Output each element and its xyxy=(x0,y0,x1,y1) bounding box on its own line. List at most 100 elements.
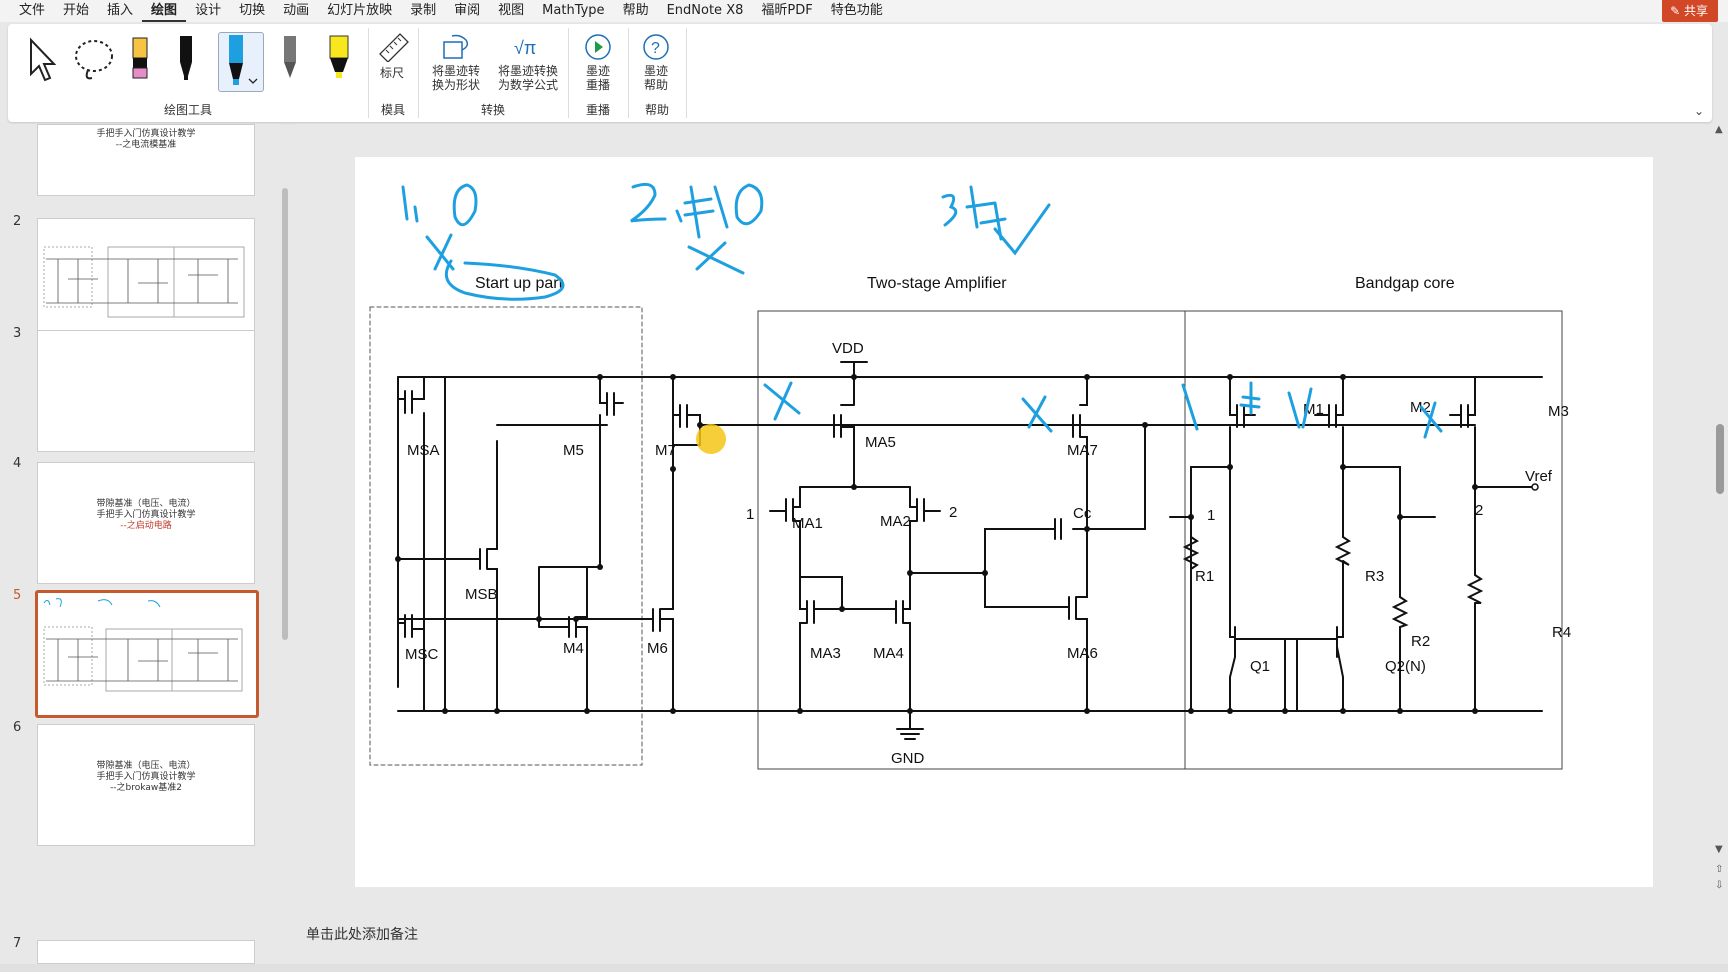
menu-foxit[interactable]: 福昕PDF xyxy=(761,3,813,18)
ink-x-m3 xyxy=(1419,401,1443,439)
ink-replay-button[interactable]: 墨迹 重播 xyxy=(576,64,620,92)
label-q1: Q1 xyxy=(1250,658,1270,675)
label-node1-bg: 1 xyxy=(1207,507,1215,524)
ink-x-ma7 xyxy=(1021,395,1053,433)
label-r3: R3 xyxy=(1365,568,1384,585)
share-label: 共享 xyxy=(1683,4,1708,18)
label-ma4: MA4 xyxy=(873,645,904,662)
black-pen-icon[interactable] xyxy=(174,34,198,82)
resistor-r2 xyxy=(1391,596,1409,628)
ink-check xyxy=(993,203,1051,256)
title-startup: Start up part xyxy=(475,275,564,292)
ink-x-ma5 xyxy=(763,381,801,421)
ruler-icon[interactable] xyxy=(378,32,410,62)
menu-endnote[interactable]: EndNote X8 xyxy=(666,3,744,18)
menu-slideshow[interactable]: 幻灯片放映 xyxy=(327,3,393,18)
ink-to-math-icon[interactable]: √π xyxy=(510,32,542,62)
eraser-pen-icon[interactable] xyxy=(128,34,152,82)
title-amp: Two-stage Amplifier xyxy=(867,275,1007,292)
ink-to-shape-line1: 将墨迹转 xyxy=(431,64,480,78)
slide-thumbnail-6[interactable]: 带隙基准（电压、电流） 手把手入门仿真设计教学 --之brokaw基准2 xyxy=(37,724,255,846)
menu-design[interactable]: 设计 xyxy=(195,3,222,18)
menu-view[interactable]: 视图 xyxy=(498,3,525,18)
ink-help-line1: 墨迹 xyxy=(643,64,668,78)
scroll-up-icon[interactable]: ▲ xyxy=(1715,124,1723,135)
ink-mark-m2 xyxy=(1287,387,1313,429)
resistors xyxy=(1182,536,1484,628)
share-button[interactable]: ✎ 共享 xyxy=(1662,0,1718,22)
ink-help-icon[interactable]: ? xyxy=(640,32,672,62)
svg-text:√π: √π xyxy=(514,38,536,58)
menu-mathtype[interactable]: MathType xyxy=(542,3,605,18)
ink-to-shape-icon[interactable] xyxy=(440,32,472,62)
menu-transitions[interactable]: 切换 xyxy=(239,3,266,18)
slide-scrollbar[interactable]: ▲ ▼ ⇧ ⇩ xyxy=(1712,124,1728,964)
cursor-highlight xyxy=(696,424,726,454)
label-vdd: VDD xyxy=(832,340,864,357)
slide-thumbnail-2[interactable] xyxy=(37,218,255,340)
menu-file[interactable]: 文件 xyxy=(19,3,46,18)
menu-home[interactable]: 开始 xyxy=(63,3,90,18)
slide-thumbnail-1[interactable]: 手把手入门仿真设计教学 --之电流模基准 xyxy=(37,124,255,196)
label-msc: MSC xyxy=(405,646,439,663)
slide-thumbnail-4[interactable]: 带隙基准（电压、电流） 手把手入门仿真设计教学 --之启动电路 xyxy=(37,462,255,584)
vref-node xyxy=(1531,483,1539,491)
group-replay-label: 重播 xyxy=(585,103,610,117)
thumb-number-3: 3 xyxy=(13,326,22,341)
thumbnail-scrollbar[interactable] xyxy=(281,124,289,964)
select-arrow-icon[interactable] xyxy=(26,36,56,82)
menu-animations[interactable]: 动画 xyxy=(283,3,310,18)
status-bar xyxy=(0,964,1728,972)
ink-replay-line1: 墨迹 xyxy=(585,64,610,78)
menu-record[interactable]: 录制 xyxy=(410,3,437,18)
thumbnail-scroll-thumb[interactable] xyxy=(282,188,288,640)
ink-fei xyxy=(683,185,729,239)
highlighter-icon[interactable] xyxy=(324,34,354,82)
menu-features[interactable]: 特色功能 xyxy=(830,3,883,18)
ribbon-collapse-icon[interactable]: ⌄ xyxy=(1693,104,1704,118)
ink-2 xyxy=(630,182,683,223)
label-m3: M3 xyxy=(1548,403,1569,420)
menu-review[interactable]: 审阅 xyxy=(454,3,481,18)
group-help-label: 帮助 xyxy=(644,103,669,117)
svg-text:?: ? xyxy=(651,40,660,57)
label-msa: MSA xyxy=(407,442,440,459)
slide-scroll-thumb[interactable] xyxy=(1716,424,1724,494)
thumb-number-4: 4 xyxy=(13,456,22,471)
label-ma2: MA2 xyxy=(880,513,911,530)
ink-replay-icon[interactable] xyxy=(582,32,614,62)
menu-insert[interactable]: 插入 xyxy=(107,3,134,18)
label-m7: M7 xyxy=(655,442,676,459)
thumb4-line2: 手把手入门仿真设计教学 xyxy=(96,510,196,520)
ink-to-shape-line2: 换为形状 xyxy=(431,78,480,92)
ink-to-math-button[interactable]: 将墨迹转换 为数学公式 xyxy=(492,64,564,92)
ink-1-dot xyxy=(401,185,419,223)
resistor-r3 xyxy=(1334,536,1352,566)
slide-thumbnail-7[interactable] xyxy=(37,940,255,964)
label-ma7: MA7 xyxy=(1067,442,1098,459)
ruler-label[interactable]: 标尺 xyxy=(380,66,405,80)
ink-to-math-line2: 为数学公式 xyxy=(497,78,558,92)
ink-3 xyxy=(941,193,958,227)
thumb-number-2: 2 xyxy=(13,214,22,229)
blue-pen-selected[interactable] xyxy=(218,32,264,92)
prev-slide-icon[interactable]: ⇧ xyxy=(1715,864,1724,875)
thumb-number-7: 7 xyxy=(13,936,22,951)
slide-thumbnail-3[interactable] xyxy=(37,330,255,452)
slide-thumbnail-5-selected[interactable] xyxy=(35,590,259,718)
notes-pane[interactable]: 单击此处添加备注 xyxy=(296,910,1708,960)
scroll-down-icon[interactable]: ▼ xyxy=(1715,844,1723,855)
menu-draw[interactable]: 绘图 xyxy=(142,0,187,22)
menu-help[interactable]: 帮助 xyxy=(622,3,649,18)
ink-to-shape-button[interactable]: 将墨迹转 换为形状 xyxy=(420,64,492,92)
notes-placeholder[interactable]: 单击此处添加备注 xyxy=(306,927,418,943)
pencil-icon[interactable] xyxy=(278,34,302,82)
slide-thumbnail-panel: 手把手入门仿真设计教学 --之电流模基准 2 3 4 带隙基准（电压、电流） 手… xyxy=(0,124,280,964)
lasso-select-icon[interactable] xyxy=(72,36,116,82)
current-slide[interactable]: Start up part Two-stage Amplifier Bandga… xyxy=(355,157,1653,887)
next-slide-icon[interactable]: ⇩ xyxy=(1715,880,1724,891)
thumb1-line1: 手把手入门仿真设计教学 xyxy=(96,129,196,139)
ink-mark-m1 xyxy=(1181,383,1199,431)
ink-help-button[interactable]: 墨迹 帮助 xyxy=(634,64,678,92)
group-stencil-label: 模具 xyxy=(380,103,405,117)
